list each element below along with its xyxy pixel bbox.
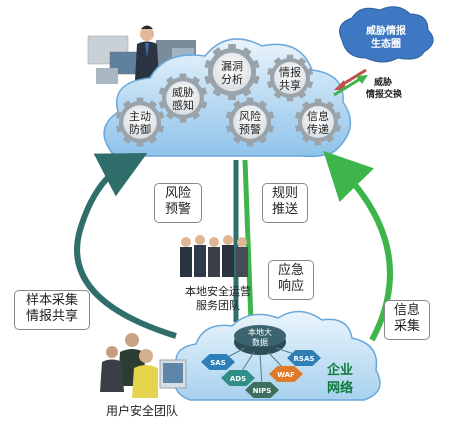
left-teal-arrow [74,152,177,339]
risk-warning-line-2: 预警 [164,202,191,217]
rule-push-line-1: 规则 [271,186,298,201]
node-label-waf: WAF [277,371,295,379]
enterprise-title-2: 网络 [327,380,353,396]
rule-push-line-2: 推送 [271,202,298,217]
gear-threat-label-2: 感知 [172,98,194,112]
ecosystem-line-2: 生态圈 [371,37,401,50]
gear-defense-label-2: 防御 [129,122,151,136]
bigdata-line-2: 数据 [252,337,268,347]
ecosystem-line-1: 威胁情报 [366,24,406,37]
info-collect-box: 信息 采集 [384,300,430,340]
gear-vuln-label-2: 分析 [221,72,243,86]
local-ops-label-1: 本地安全运营 [185,284,251,298]
businessman-figure [135,25,159,80]
emergency-line-1: 应急 [277,263,304,278]
gear-share-label-1: 情报 [279,65,301,79]
node-label-nips: NIPS [253,387,272,395]
risk-warning-line-1: 风险 [164,186,191,201]
gear-share: 情报共享 [266,54,314,102]
risk-warning-box: 风险 预警 [154,183,202,223]
sample-share-box: 样本采集 情报共享 [14,290,90,330]
gear-info-label-2: 传递 [307,122,329,136]
emergency-line-2: 响应 [277,279,304,294]
node-sas: SAS [201,354,235,370]
node-label-rsas: RSAS [294,355,315,363]
emergency-response-box: 应急 响应 [268,260,314,300]
node-nips: NIPS [245,382,279,398]
gear-share-label-2: 共享 [279,78,301,92]
bigdata-hub [234,325,286,355]
gear-threat-label-1: 威胁 [172,85,194,99]
gear-risk-label-2: 预警 [239,122,261,136]
node-ads: ADS [221,370,255,386]
gear-risk-label-1: 风险 [239,109,261,123]
local-ops-label-2: 服务团队 [196,298,240,312]
node-label-sas: SAS [210,359,226,367]
info-collect-line-2: 采集 [393,319,420,334]
node-label-ads: ADS [230,375,246,383]
gear-info-label-1: 信息 [307,109,329,123]
bigdata-line-1: 本地大 [248,327,272,337]
user-team-label: 用户安全团队 [106,403,178,418]
exchange-arrows [333,68,368,97]
user-team-photo [100,333,187,398]
rule-push-box: 规则 推送 [262,183,308,223]
threat-intel-ecosystem-cloud [339,6,434,63]
exchange-label-2: 情报交换 [365,88,403,100]
info-collect-line-1: 信息 [393,303,420,318]
right-green-arrow [323,150,393,342]
node-rsas: RSAS [287,350,321,366]
enterprise-title-1: 企业 [326,362,353,378]
local-ops-team-photo [180,235,248,277]
exchange-label-1: 威胁 [374,76,392,88]
gear-defense-label-1: 主动 [129,110,151,123]
gear-vuln-label-1: 漏洞 [221,60,243,73]
node-waf: WAF [269,366,303,382]
sample-share-line-2: 情报共享 [25,309,78,324]
center-green-line [242,159,254,323]
sample-share-line-1: 样本采集 [25,293,78,308]
